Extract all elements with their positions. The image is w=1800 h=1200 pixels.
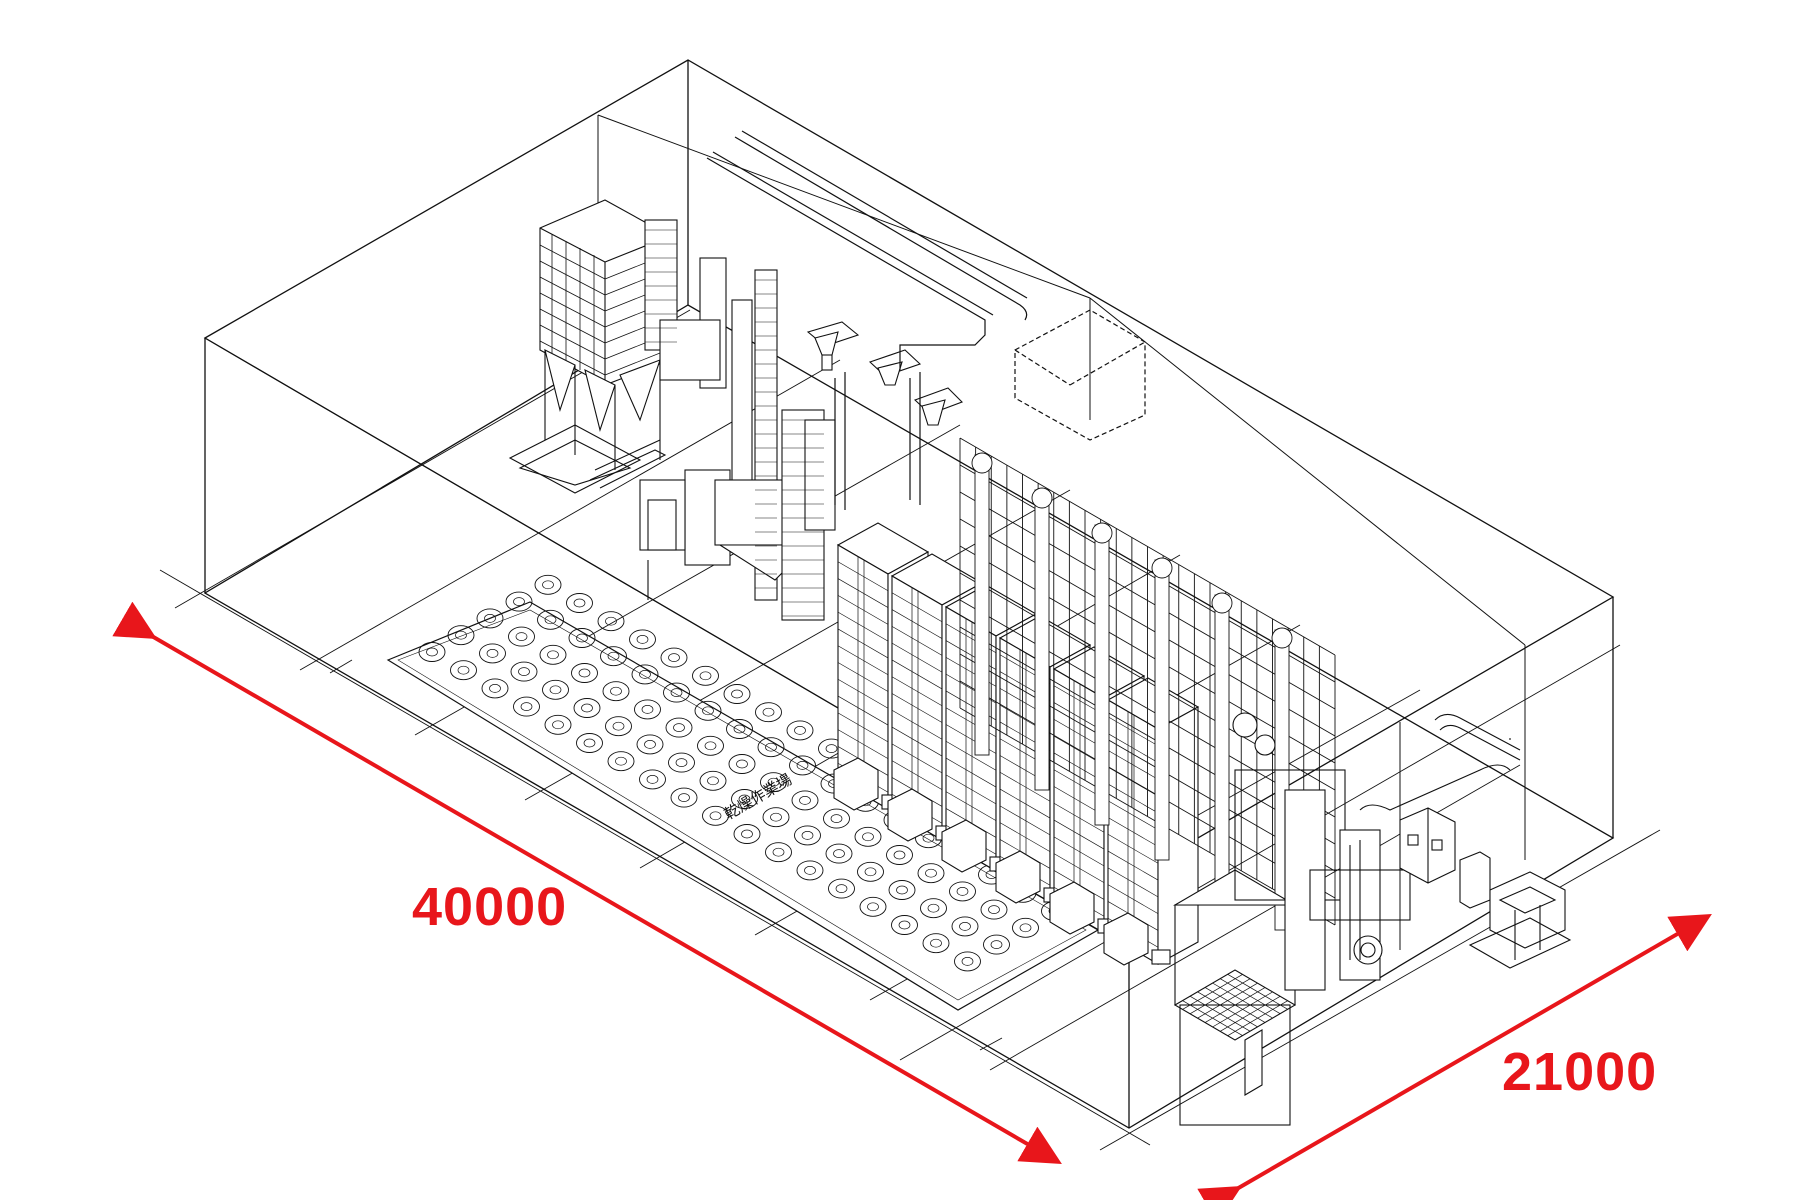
receiving-hoppers	[806, 321, 963, 426]
floor-circle	[597, 611, 625, 632]
floor-circle	[534, 574, 562, 595]
floor-circle	[566, 593, 593, 613]
width-dimension-label: 21000	[1502, 1042, 1658, 1102]
length-dimension-arrow	[112, 601, 1062, 1165]
floor-circle	[755, 702, 782, 723]
dimension-arrows	[112, 601, 1712, 1200]
dust-collector-cluster	[508, 199, 836, 621]
length-dimension-label: 40000	[412, 877, 568, 937]
width-dimension-arrow	[1197, 913, 1712, 1200]
floor-circle	[660, 647, 688, 668]
floor-circle	[629, 629, 656, 650]
floor-circle	[692, 665, 719, 686]
floor-circle	[723, 684, 751, 704]
floor-circle	[786, 720, 814, 741]
overhead-ducts	[706, 130, 1146, 510]
